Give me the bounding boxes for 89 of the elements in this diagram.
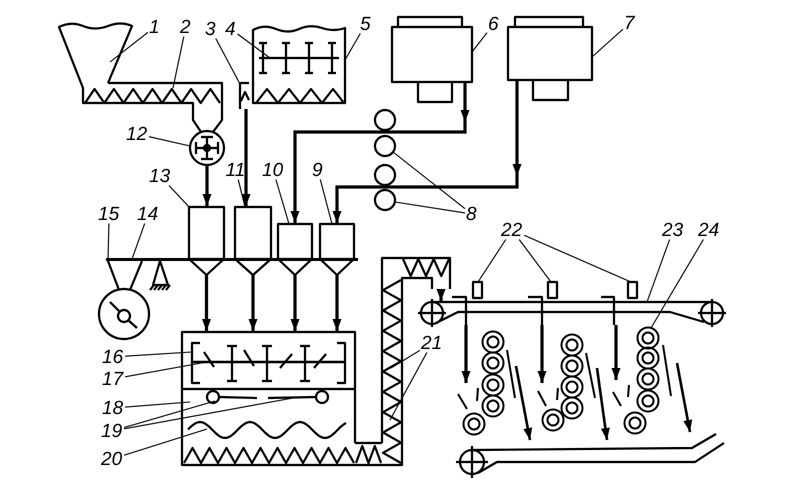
- leader-line: [390, 350, 420, 368]
- agitator: [258, 42, 339, 74]
- leader-line: [646, 239, 670, 302]
- roller: [374, 188, 396, 212]
- mixer-housing: [180, 330, 356, 466]
- screw-conveyor: [82, 82, 224, 113]
- callout-number: 15: [97, 204, 122, 224]
- callout-number: 20: [100, 450, 124, 468]
- roller-stack: [457, 330, 504, 436]
- leader-line: [125, 401, 190, 408]
- callout-number: 6: [487, 14, 501, 34]
- wave-conveyor: [187, 420, 347, 439]
- callout-number: 8: [465, 204, 479, 224]
- flow-arrow: [242, 109, 250, 206]
- callout-number: 2: [179, 18, 193, 36]
- callout-number: 21: [420, 334, 444, 352]
- callout-number: 17: [101, 370, 126, 388]
- dial-scale: [98, 260, 150, 340]
- callout-number: 23: [661, 220, 686, 240]
- callout-number: 11: [224, 160, 248, 180]
- leader-line: [592, 28, 624, 58]
- callout-number: 22: [500, 220, 524, 240]
- rotary-feeder: [188, 113, 226, 166]
- leader-line: [124, 428, 208, 456]
- flap-valve: [268, 390, 330, 404]
- leader-line: [390, 352, 428, 420]
- callout-number: 14: [136, 204, 160, 224]
- leader-line: [275, 179, 290, 224]
- leader-line: [524, 234, 632, 282]
- leader-line: [125, 351, 192, 357]
- callout-number: 10: [261, 160, 286, 180]
- leader-line: [478, 239, 506, 282]
- roller-stack: [612, 326, 660, 434]
- leader-line: [392, 152, 466, 210]
- leader-line: [125, 361, 208, 378]
- callout-number: 24: [697, 220, 722, 240]
- leader-line: [148, 136, 190, 147]
- flow-arrow: [248, 275, 258, 331]
- hopper: [58, 22, 134, 88]
- flow-arrow: [202, 275, 211, 331]
- callout-number: 7: [623, 14, 637, 32]
- leader-line: [237, 34, 270, 58]
- elevator-head: [380, 256, 452, 289]
- paddle-frame: [190, 342, 346, 384]
- callout-number: 19: [100, 422, 124, 440]
- leader-line: [518, 239, 552, 282]
- flow-arrow: [290, 275, 300, 331]
- weigh-beam: [106, 258, 358, 261]
- belt-conveyor: [416, 296, 728, 328]
- flow-arrow: [612, 325, 620, 380]
- flap-valve: [206, 390, 258, 404]
- callout-number: 13: [148, 166, 172, 186]
- leader-line: [215, 38, 240, 84]
- flow-arrow: [332, 275, 342, 331]
- machine-unit: [506, 16, 594, 102]
- paddle-shaft: [192, 360, 345, 364]
- callout-number: 16: [101, 348, 126, 366]
- leader-line: [344, 33, 361, 60]
- callout-number: 18: [101, 398, 126, 418]
- callout-number: 3: [204, 20, 218, 38]
- leader-line: [168, 185, 190, 208]
- flow-arrow: [332, 80, 522, 223]
- callout-number: 4: [224, 20, 238, 38]
- leader-line: [650, 239, 704, 328]
- nozzle: [626, 280, 638, 300]
- roller-stack: [537, 334, 584, 432]
- mixing-trough: [252, 25, 346, 104]
- elevator-conveyor: [354, 279, 404, 466]
- leader-line: [238, 179, 246, 208]
- callout-number: 5: [359, 14, 373, 34]
- nozzle: [546, 280, 558, 300]
- leader-line: [472, 32, 488, 52]
- callout-number: 12: [125, 124, 150, 144]
- leader-line: [394, 201, 466, 214]
- leader-line: [124, 397, 294, 430]
- nozzle: [472, 280, 484, 300]
- flow-arrow: [436, 289, 446, 301]
- leader-line: [172, 36, 184, 88]
- leader-line: [124, 400, 216, 428]
- flow-arrow: [290, 82, 470, 223]
- callout-number: 1: [148, 18, 162, 36]
- chute: [238, 82, 250, 109]
- callout-number: 9: [311, 160, 325, 180]
- leader-line: [320, 179, 333, 224]
- flow-arrow: [462, 325, 470, 383]
- machine-unit: [390, 16, 474, 104]
- leader-line: [131, 223, 146, 260]
- flow-arrow: [538, 325, 546, 383]
- roller: [374, 134, 396, 158]
